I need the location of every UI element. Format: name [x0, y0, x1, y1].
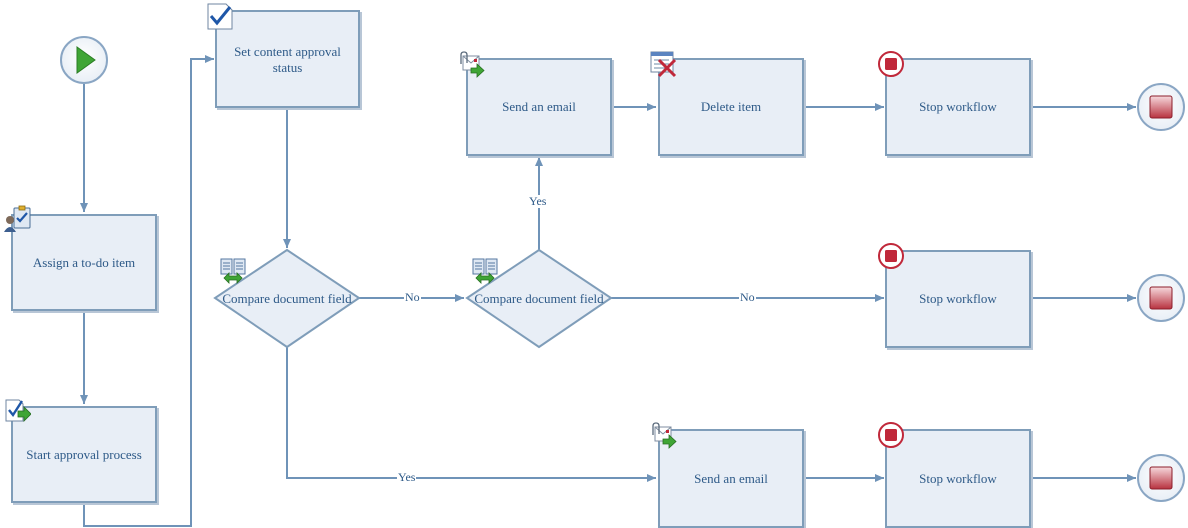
- start-approval-node[interactable]: Start approval process: [11, 406, 157, 503]
- compare-field-icon: [472, 258, 498, 284]
- set-approval-status-label: Set content approval status: [234, 44, 341, 75]
- edge-approval-setstatus: [83, 55, 214, 527]
- send-email-node-2[interactable]: Send an email: [658, 429, 804, 528]
- stop-workflow-node-2[interactable]: Stop workflow: [885, 250, 1031, 348]
- stop-icon: [878, 51, 904, 77]
- send-email-label-2: Send an email: [694, 470, 768, 486]
- send-email-label-1: Send an email: [502, 99, 576, 114]
- delete-item-icon: [650, 51, 677, 78]
- edge-compare1-email2: [286, 347, 656, 482]
- send-email-node-1[interactable]: Send an email: [466, 58, 612, 156]
- set-approval-status-node[interactable]: Set content approval status: [215, 10, 360, 108]
- start-approval-label: Start approval process: [26, 446, 142, 462]
- assign-todo-node[interactable]: Assign a to-do item: [11, 214, 157, 311]
- edge-label-compare2-no: No: [739, 290, 756, 304]
- delete-item-node[interactable]: Delete item: [658, 58, 804, 156]
- stop-icon: [878, 243, 904, 269]
- send-email-icon: [460, 51, 485, 78]
- compare-field-diamond-1[interactable]: [213, 248, 361, 349]
- approval-status-icon: [207, 3, 233, 30]
- compare-field-diamond-2[interactable]: [465, 248, 613, 349]
- edge-label-compare2-yes: Yes: [528, 194, 548, 208]
- assign-todo-icon: [4, 205, 31, 232]
- delete-item-label: Delete item: [700, 99, 762, 114]
- stop-workflow-label-1: Stop workflow: [919, 99, 997, 114]
- stop-workflow-label-3: Stop workflow: [919, 470, 997, 486]
- end-event-1[interactable]: [1137, 83, 1185, 131]
- stop-workflow-label-2: Stop workflow: [919, 291, 997, 306]
- start-event[interactable]: [60, 36, 108, 84]
- edge-label-compare1-yes: Yes: [397, 470, 417, 484]
- end-event-3[interactable]: [1137, 454, 1185, 502]
- approval-process-icon: [5, 399, 31, 422]
- end-event-2[interactable]: [1137, 274, 1185, 322]
- edge-label-compare1-no: No: [404, 290, 421, 304]
- assign-todo-label: Assign a to-do item: [32, 254, 136, 270]
- stop-workflow-node-1[interactable]: Stop workflow: [885, 58, 1031, 156]
- stop-icon: [878, 422, 904, 448]
- stop-workflow-node-3[interactable]: Stop workflow: [885, 429, 1031, 528]
- compare-field-icon: [220, 258, 246, 284]
- send-email-icon: [652, 422, 677, 449]
